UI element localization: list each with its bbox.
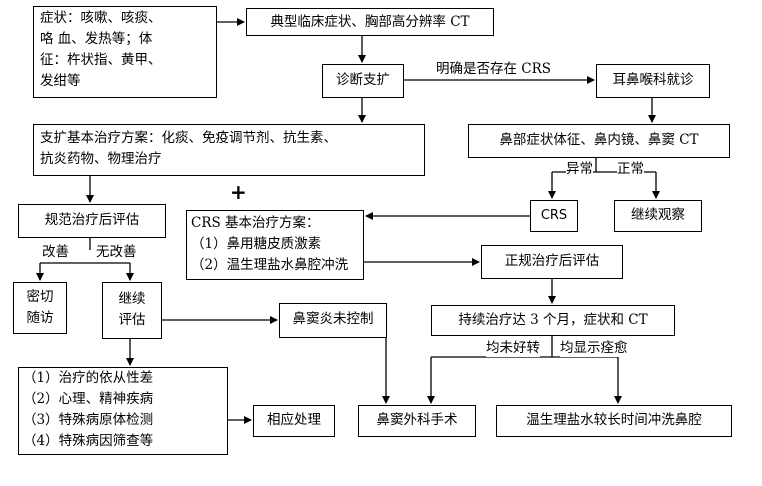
label-normal: 正常 (617, 160, 644, 178)
sinusitis-uncontrolled-text: 鼻窦炎未控制 (292, 311, 374, 327)
three-month-box: 持续治疗达 3 个月，症状和 CT (431, 305, 675, 336)
factors-line-4: （4）特殊病因筛查等 (23, 433, 154, 449)
label-healed: 均显示痊愈 (560, 339, 628, 357)
continue-eval-box: 继续 评估 (102, 282, 162, 339)
crs-treatment-line-1: CRS 基本治疗方案： (191, 215, 320, 231)
clinical-text: 典型临床症状、胸部高分辨率 CT (270, 14, 470, 30)
continue-eval-line-2: 评估 (118, 312, 146, 328)
crs-text: CRS (540, 208, 568, 223)
nasal-exam-box: 鼻部症状体征、鼻内镜、鼻窦 CT (468, 124, 730, 158)
label-improve: 改善 (42, 243, 69, 261)
surgery-box: 鼻窦外科手术 (358, 405, 476, 437)
symptoms-line-4: 发绀等 (40, 73, 81, 89)
label-not-better: 均未好转 (486, 339, 540, 357)
surgery-text: 鼻窦外科手术 (376, 412, 458, 428)
handle-text: 相应处理 (267, 412, 321, 428)
continue-eval-line-1: 继续 (118, 291, 146, 307)
crs-treatment-box: CRS 基本治疗方案： （1）鼻用糖皮质激素 （2）温生理盐水鼻腔冲洗 (186, 210, 364, 280)
follow-line-2: 随访 (26, 310, 54, 326)
bx-treatment-line-2: 抗炎药物、物理治疗 (40, 151, 162, 167)
plus-sign: + (230, 180, 247, 204)
ent-box: 耳鼻喉科就诊 (596, 64, 710, 98)
eval-standard-text: 规范治疗后评估 (44, 212, 140, 228)
rinse-box: 温生理盐水较长时间冲洗鼻腔 (496, 405, 732, 437)
observe-box: 继续观察 (614, 200, 702, 232)
observe-text: 继续观察 (631, 207, 685, 223)
clinical-box: 典型临床症状、胸部高分辨率 CT (246, 8, 494, 36)
handle-box: 相应处理 (253, 405, 335, 437)
diagnosis-text: 诊断支扩 (336, 72, 390, 88)
eval-standard-box: 规范治疗后评估 (18, 204, 166, 238)
follow-box: 密切 随访 (13, 282, 67, 334)
symptoms-line-1: 症状：咳嗽、咳痰、 (40, 10, 162, 26)
factors-box: （1）治疗的依从性差 （2）心理、精神疾病 （3）特殊病原体检测 （4）特殊病因… (18, 367, 228, 455)
follow-line-1: 密切 (26, 289, 54, 305)
crs-treatment-line-2: （1）鼻用糖皮质激素 (191, 236, 322, 252)
symptoms-box: 症状：咳嗽、咳痰、 咯 血、发热等；体 征：杵状指、黄甲、 发绀等 (33, 6, 217, 98)
factors-line-1: （1）治疗的依从性差 (23, 370, 154, 386)
nasal-exam-text: 鼻部症状体征、鼻内镜、鼻窦 CT (499, 132, 699, 148)
bx-treatment-box: 支扩基本治疗方案：化痰、免疫调节剂、抗生素、 抗炎药物、物理治疗 (33, 124, 425, 176)
bx-treatment-line-1: 支扩基本治疗方案：化痰、免疫调节剂、抗生素、 (40, 130, 337, 146)
sinusitis-uncontrolled-box: 鼻窦炎未控制 (279, 303, 387, 338)
label-abnormal: 异常 (566, 160, 593, 178)
diagnosis-box: 诊断支扩 (322, 64, 404, 98)
regular-eval-box: 正规治疗后评估 (481, 245, 623, 279)
crs-box: CRS (530, 200, 578, 232)
label-no-improve: 无改善 (96, 243, 137, 261)
ent-text: 耳鼻喉科就诊 (612, 72, 694, 88)
regular-eval-text: 正规治疗后评估 (504, 253, 600, 269)
three-month-text: 持续治疗达 3 个月，症状和 CT (458, 312, 648, 328)
crs-treatment-line-3: （2）温生理盐水鼻腔冲洗 (191, 257, 349, 273)
factors-line-2: （2）心理、精神疾病 (23, 391, 154, 407)
rinse-text: 温生理盐水较长时间冲洗鼻腔 (526, 412, 702, 428)
factors-line-3: （3）特殊病原体检测 (23, 412, 154, 428)
symptoms-line-3: 征：杵状指、黄甲、 (40, 52, 162, 68)
label-crs-question: 明确是否存在 CRS (436, 60, 552, 78)
symptoms-line-2: 咯 血、发热等；体 (40, 31, 153, 47)
